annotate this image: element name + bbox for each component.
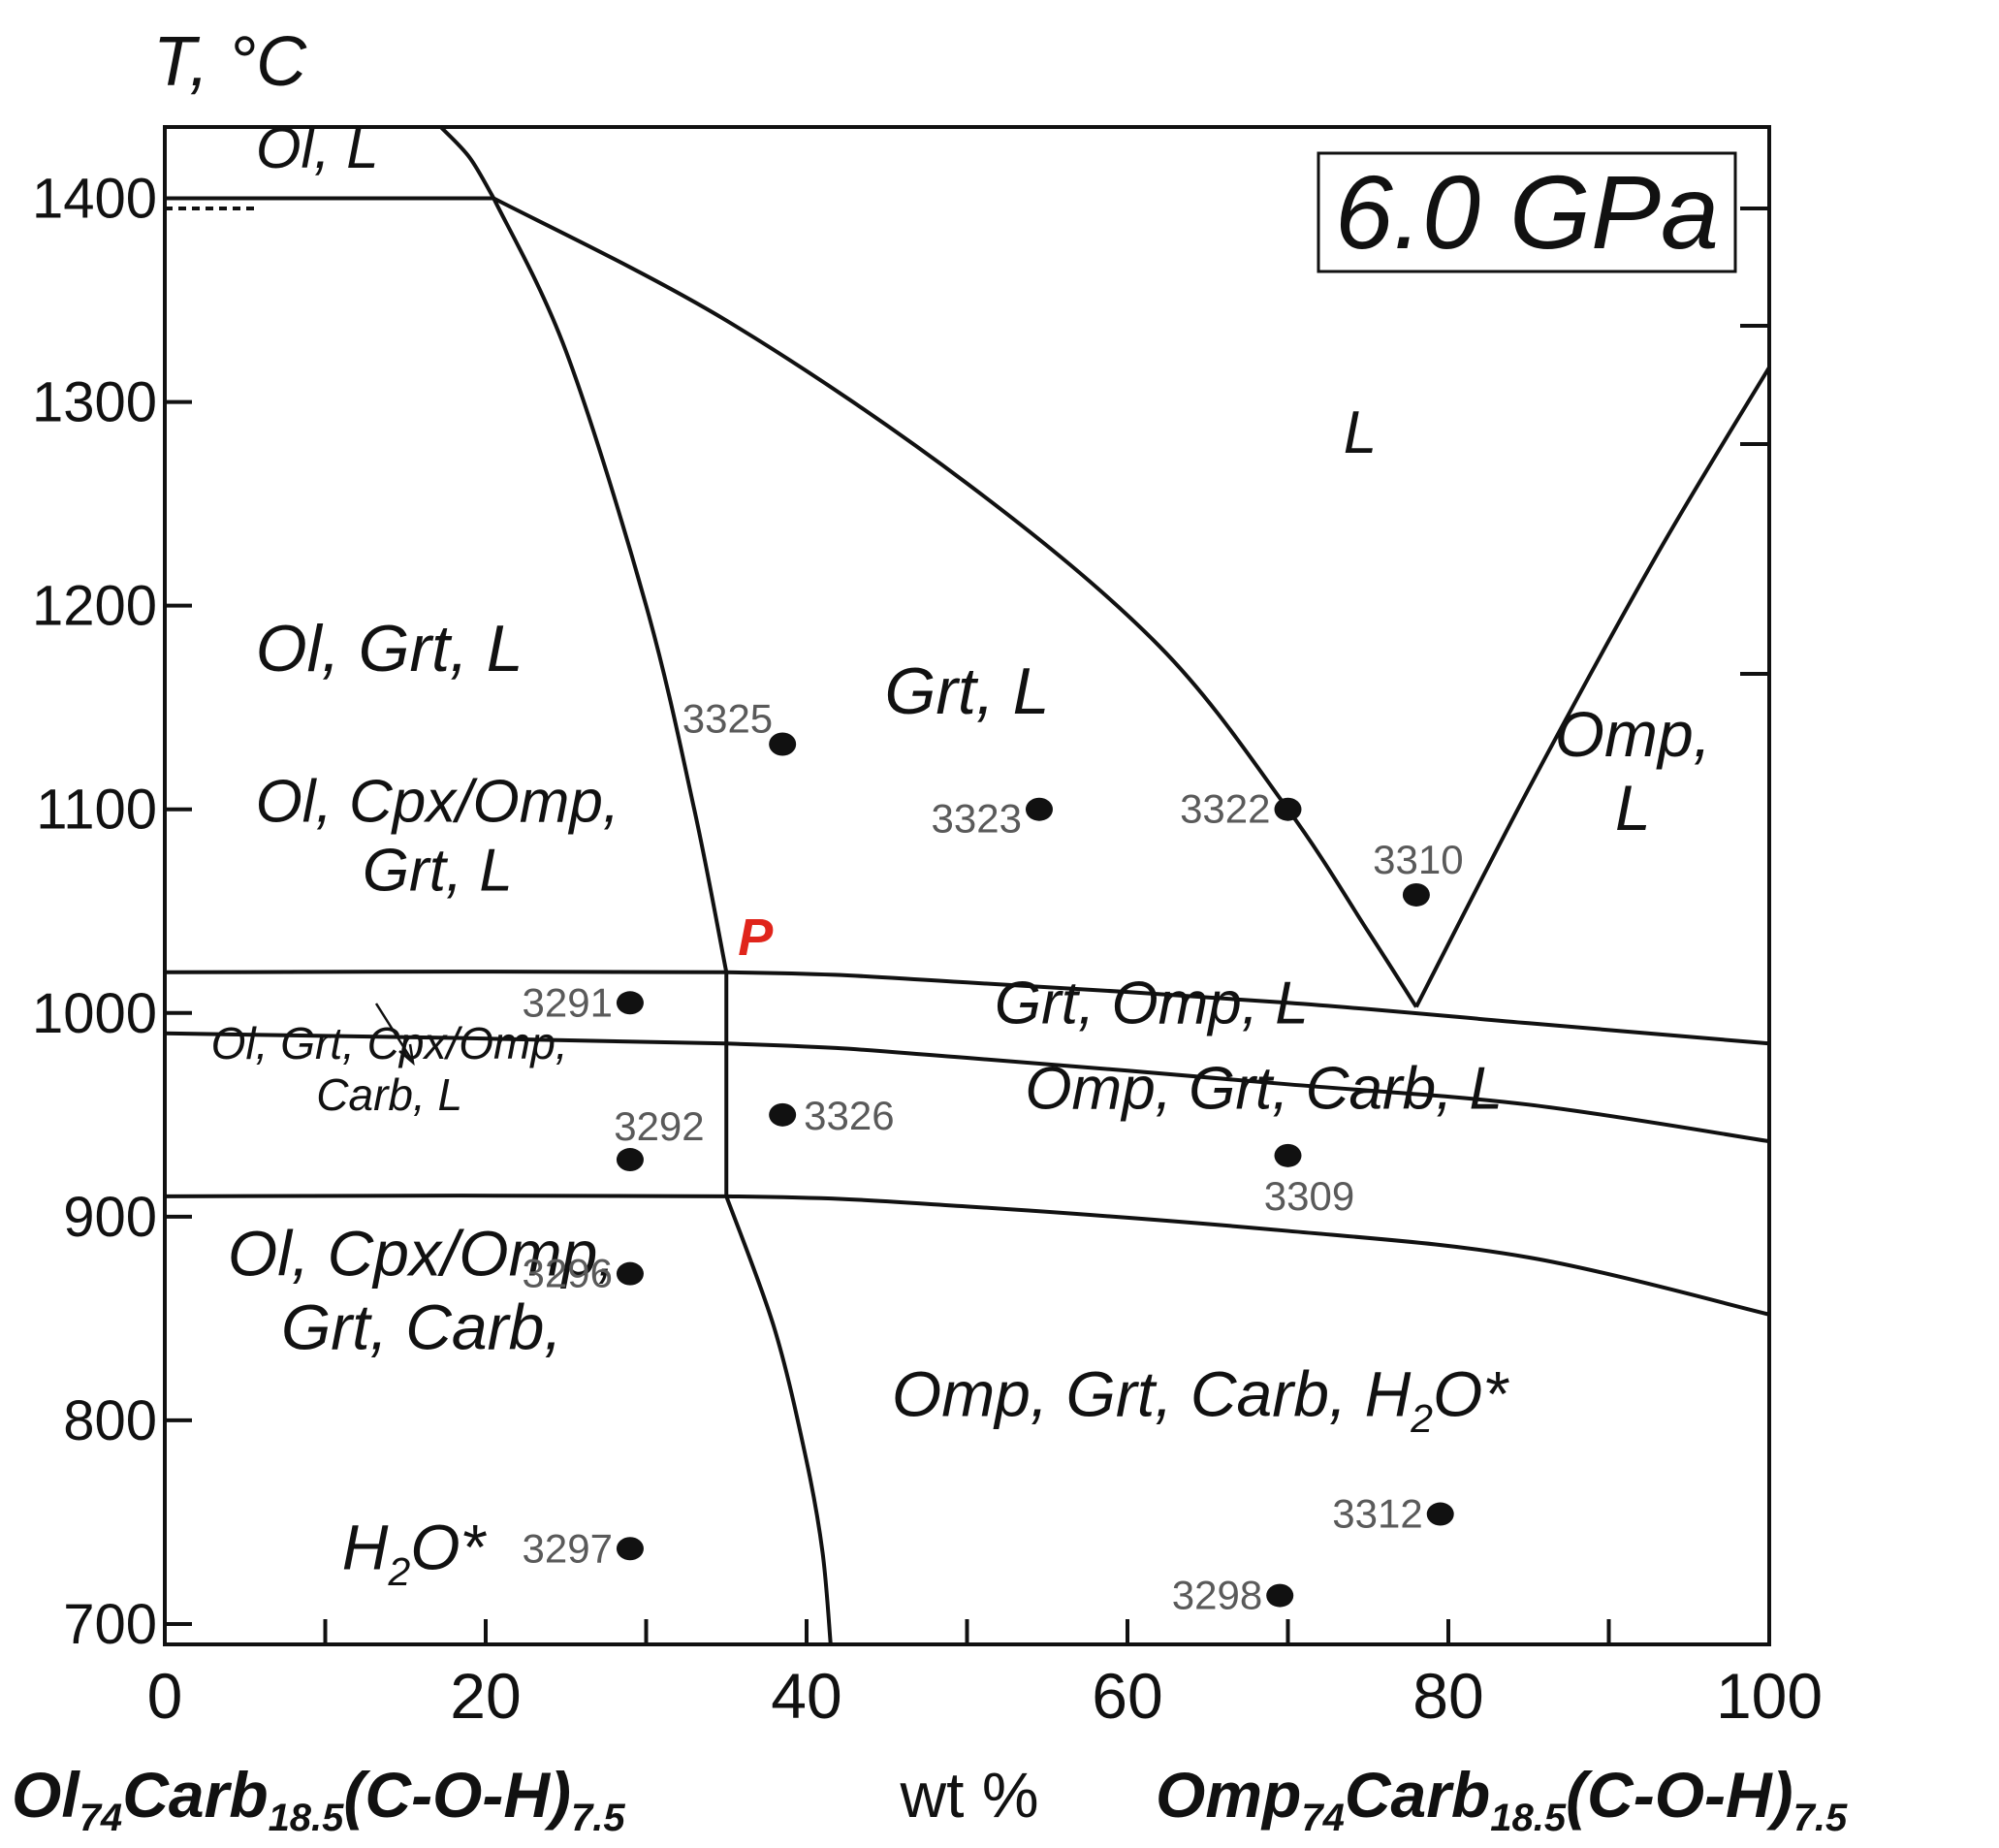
- boundary-omp-liquidus: [1414, 366, 1771, 1008]
- boundary-solidus-upper: [164, 970, 1770, 1046]
- phase-field-label: Grt, Omp, L: [995, 970, 1309, 1036]
- boundary-lower-boundary: [724, 1195, 833, 1645]
- y-tick-label: 900: [63, 1186, 157, 1249]
- phase-field-label: H2O*: [342, 1511, 488, 1594]
- right-ticks: [1740, 207, 1769, 676]
- sample-label: 3309: [1264, 1173, 1354, 1219]
- y-tick-label: 1400: [32, 168, 157, 231]
- x-right-endmember: Omp74Carb18.5(C-O-H)7.5: [1156, 1759, 1848, 1839]
- phase-field-label: Ol, L: [256, 115, 379, 180]
- sample-points: 3325 3323 3322 3310 3291 3326 3292 3309 3296 3312…: [523, 696, 1464, 1618]
- sample-label: 3297: [523, 1525, 613, 1571]
- sample-point: [769, 732, 797, 756]
- axis-ticks: 700 800 900 1000 1100 1200 1300 1400 0 20 40 60 80 10…: [32, 168, 1823, 1732]
- sample-point: [616, 1537, 644, 1561]
- phase-field-label: Ol, Cpx/Omp,Grt, Carb,: [228, 1218, 616, 1363]
- x-tick-label: 60: [1092, 1660, 1162, 1732]
- sample-point: [1402, 882, 1430, 907]
- x-left-endmember: Ol74Carb18.5(C-O-H)7.5: [12, 1759, 625, 1839]
- y-tick-label: 700: [63, 1593, 157, 1656]
- phase-field-label: L: [1344, 399, 1377, 466]
- pointer-arrow: [374, 1003, 415, 1067]
- sample-point: [1266, 1583, 1294, 1608]
- sample-point: [1274, 797, 1302, 821]
- sample-point: [769, 1102, 797, 1127]
- sample-label: 3296: [523, 1251, 613, 1296]
- phase-field-label: Ol, Grt, Cpx/Omp,Carb, L: [211, 1018, 568, 1120]
- invariant-point-label: P: [738, 908, 774, 967]
- y-tick-label: 1200: [32, 575, 157, 638]
- x-tick-label: 0: [147, 1660, 183, 1732]
- phase-field-label: Grt, L: [884, 654, 1049, 728]
- pressure-box: 6.0 GPa: [1317, 151, 1737, 273]
- y-tick-label: 1000: [32, 982, 157, 1045]
- sample-label: 3322: [1180, 786, 1270, 832]
- sample-label: 3325: [682, 696, 773, 742]
- x-tick-label: 100: [1716, 1660, 1823, 1732]
- sample-label: 3326: [804, 1093, 894, 1138]
- sample-point: [1025, 797, 1053, 821]
- phase-field-labels: Ol, L L Ol, Grt, L Grt, L Omp,L Ol, Cpx/Omp,G…: [211, 115, 1711, 1594]
- sample-point: [1426, 1502, 1454, 1526]
- sample-point: [616, 1261, 644, 1286]
- boundary-ol-liquidus-steep: [439, 125, 496, 200]
- phase-field-label: Ol, Grt, L: [256, 612, 524, 685]
- sample-label: 3312: [1332, 1491, 1422, 1537]
- sample-label: 3310: [1373, 837, 1463, 882]
- boundary-solidus-middle: [164, 1031, 1770, 1144]
- boundary-ol-grt-boundary: [492, 197, 729, 973]
- sample-label: 3292: [614, 1103, 704, 1149]
- phase-boundaries: [164, 125, 1771, 1645]
- phase-field-label: Ol, Cpx/Omp,Grt, L: [256, 768, 620, 904]
- phase-field-label: Omp,L: [1555, 698, 1711, 844]
- y-tick-label: 800: [63, 1389, 157, 1452]
- sample-point: [1274, 1143, 1302, 1167]
- x-tick-label: 80: [1412, 1660, 1483, 1732]
- sample-label: 3291: [523, 979, 613, 1025]
- x-axis-unit: wt %: [899, 1759, 1038, 1831]
- phase-field-label: Omp, Grt, Carb, L: [1025, 1056, 1503, 1123]
- sample-point: [616, 991, 644, 1015]
- x-tick-label: 40: [771, 1660, 841, 1732]
- sample-point: [616, 1148, 644, 1172]
- sample-label: 3323: [932, 796, 1022, 842]
- sample-label: 3298: [1172, 1573, 1262, 1618]
- y-axis-title: T, °C: [153, 23, 307, 101]
- x-tick-label: 20: [450, 1660, 521, 1732]
- y-tick-label: 1300: [32, 371, 157, 434]
- pressure-label: 6.0 GPa: [1335, 153, 1719, 271]
- boundary-solidus-lower: [164, 1194, 1770, 1317]
- phase-field-label: Omp, Grt, Carb, H2O*: [892, 1358, 1510, 1442]
- boundary-grt-liquidus: [492, 196, 1418, 1008]
- y-tick-label: 1100: [36, 779, 157, 842]
